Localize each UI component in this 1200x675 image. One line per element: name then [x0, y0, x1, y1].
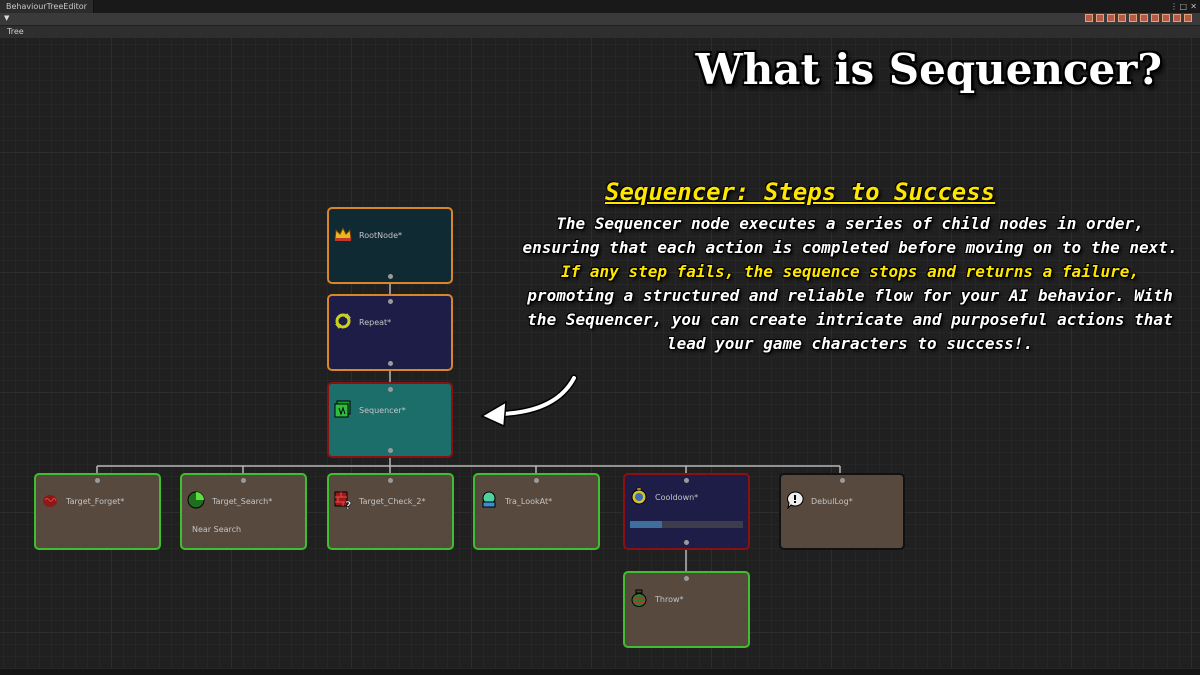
speech-bubble-icon	[787, 491, 804, 509]
input-port[interactable]	[95, 478, 100, 483]
description-paragraph: The Sequencer node executes a series of …	[520, 212, 1180, 356]
node-label: Throw*	[655, 595, 684, 604]
layout-icon[interactable]	[1107, 14, 1115, 22]
sequencer-icon	[334, 400, 351, 418]
node-label: Repeat*	[359, 318, 392, 327]
root-node[interactable]: RootNode*	[327, 207, 453, 284]
look-at-node[interactable]: Tra_LookAt*	[473, 473, 600, 550]
input-port[interactable]	[684, 576, 689, 581]
input-port[interactable]	[839, 478, 845, 483]
editor-titlebar: BehaviourTreeEditor ⋮ □ ✕	[0, 0, 1200, 13]
input-port[interactable]	[241, 478, 246, 483]
kebab-menu-icon[interactable]: ⋮	[1170, 2, 1178, 11]
output-port[interactable]	[684, 540, 689, 545]
input-port[interactable]	[534, 478, 539, 483]
layout-icon[interactable]	[1173, 14, 1181, 22]
layout-icon[interactable]	[1085, 14, 1093, 22]
node-label: Target_Forget*	[66, 497, 125, 506]
breadcrumb: Tree	[0, 26, 1200, 38]
input-port[interactable]	[387, 387, 393, 392]
window-tab[interactable]: BehaviourTreeEditor	[0, 0, 94, 13]
node-label: DebulLog*	[811, 497, 853, 506]
description-part2: promoting a structured and reliable flow…	[527, 286, 1173, 353]
look-icon	[482, 491, 496, 508]
node-label: Target_Search*	[212, 497, 273, 506]
input-port[interactable]	[684, 478, 689, 483]
close-icon[interactable]: ✕	[1190, 2, 1197, 11]
pointer-arrow-icon	[480, 374, 578, 428]
cooldown-progress-bar	[630, 521, 743, 528]
toolbar: ▼	[0, 13, 1200, 26]
status-strip	[0, 669, 1200, 675]
progress-fill	[630, 521, 662, 528]
description-subtitle: Sequencer: Steps to Success	[605, 178, 996, 206]
node-subtext: Near Search	[192, 525, 242, 534]
layout-icon[interactable]	[1118, 14, 1126, 22]
target-forget-node[interactable]: Target_Forget*	[34, 473, 161, 550]
cooldown-node[interactable]: Cooldown*	[623, 473, 750, 550]
node-label: Cooldown*	[655, 493, 699, 502]
headline-title: What is Sequencer?	[695, 45, 1162, 94]
layout-icon[interactable]	[1096, 14, 1104, 22]
layout-icon[interactable]	[1151, 14, 1159, 22]
node-label: Sequencer*	[359, 406, 406, 415]
question-brick-icon: ?	[334, 491, 352, 509]
description-part1: The Sequencer node executes a series of …	[522, 214, 1178, 257]
brain-icon	[43, 495, 57, 507]
maximize-icon[interactable]: □	[1179, 2, 1187, 11]
node-label: Target_Check_2*	[359, 497, 426, 506]
sequencer-node[interactable]: Sequencer*	[327, 382, 453, 458]
graph-canvas[interactable]	[0, 38, 1200, 675]
target-search-node[interactable]: Target_Search* Near Search	[180, 473, 307, 550]
node-label: Tra_LookAt*	[505, 497, 553, 506]
radar-icon	[187, 491, 205, 509]
dropdown-arrow-icon[interactable]: ▼	[4, 14, 10, 22]
layout-icon[interactable]	[1184, 14, 1192, 22]
input-port[interactable]	[387, 299, 393, 304]
stopwatch-icon	[631, 487, 647, 505]
debug-log-node[interactable]: DebulLog*	[779, 473, 905, 550]
description-highlight: If any step fails, the sequence stops an…	[561, 262, 1139, 281]
repeat-node[interactable]: Repeat*	[327, 294, 453, 371]
toolbar-icons	[1085, 14, 1192, 22]
layout-icon[interactable]	[1140, 14, 1148, 22]
svg-text:?: ?	[345, 499, 351, 509]
throw-node[interactable]: Throw*	[623, 571, 750, 648]
layout-icon[interactable]	[1162, 14, 1170, 22]
output-port[interactable]	[387, 274, 393, 279]
breadcrumb-tree[interactable]: Tree	[7, 27, 24, 36]
crown-icon	[334, 226, 352, 241]
repeat-icon	[335, 313, 351, 329]
grenade-icon	[631, 589, 647, 607]
target-check-node[interactable]: ? Target_Check_2*	[327, 473, 454, 550]
output-port[interactable]	[387, 361, 393, 366]
node-label: RootNode*	[359, 231, 403, 240]
output-port[interactable]	[387, 448, 393, 453]
input-port[interactable]	[388, 478, 393, 483]
layout-icon[interactable]	[1129, 14, 1137, 22]
